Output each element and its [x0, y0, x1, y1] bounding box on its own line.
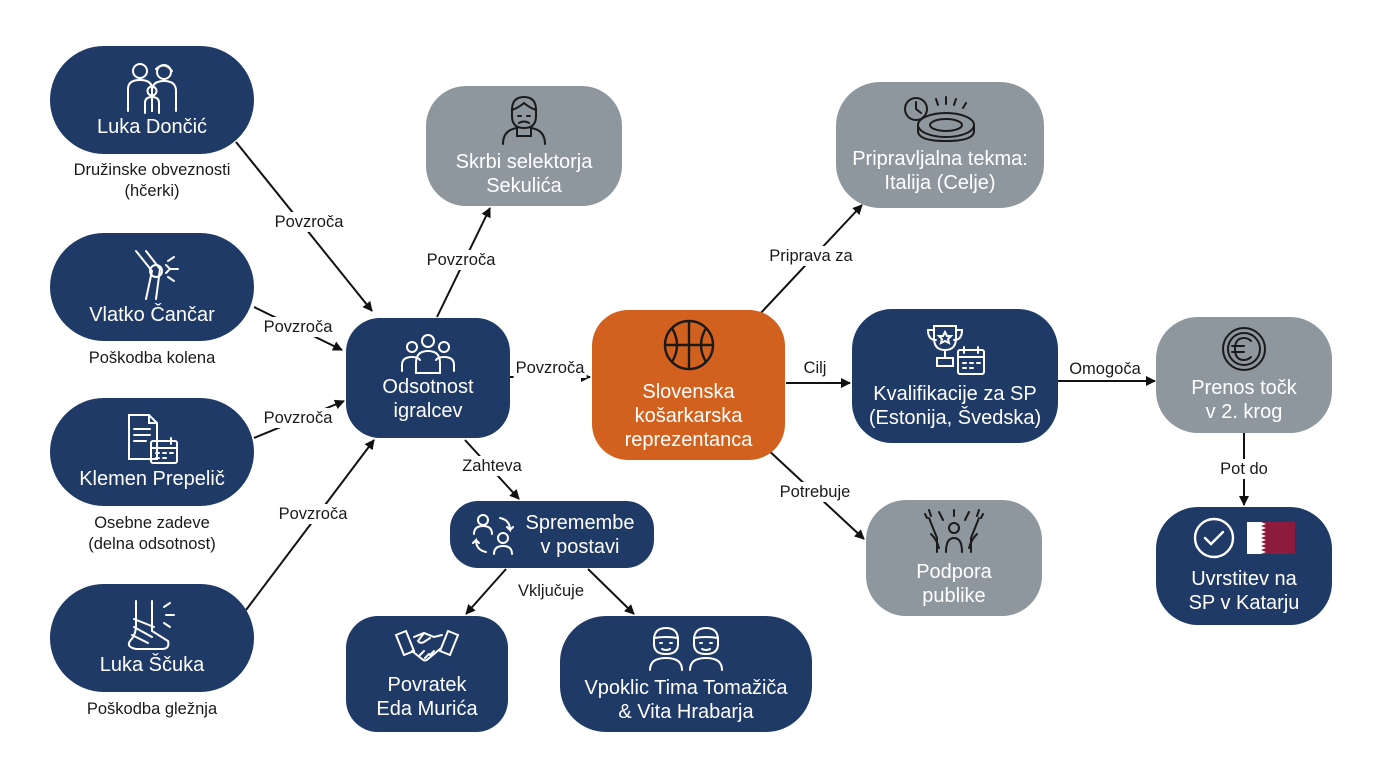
edge-label-absence-changes: Zahteva: [460, 456, 524, 476]
node-luka-doncic[interactable]: Luka Dončić: [50, 46, 254, 154]
qualify-icons: [1193, 517, 1295, 559]
node-label: Skrbi selektorja Sekulića: [455, 151, 593, 197]
prepelic-subtitle: Osebne zadeve (delna odsotnost): [88, 514, 216, 553]
node-label: Uvrstitev na SP v Katarju: [1188, 568, 1300, 614]
node-uvrstitev-na-sp[interactable]: Uvrstitev na SP v Katarju: [1156, 507, 1332, 625]
edge-changes-return: [465, 568, 507, 615]
node-pripravljalna-tekma[interactable]: Pripravljalna tekma: Italija (Celje): [836, 82, 1044, 208]
edge-label-points-qualify: Pot do: [1218, 459, 1270, 479]
document-calendar-icon: [128, 414, 178, 464]
doncic-subtitle: Družinske obveznosti (hčerki): [73, 161, 231, 200]
edge-label-absence-coach: Povzroča: [424, 250, 498, 270]
qatar-flag-icon: [1247, 522, 1295, 554]
node-povratek-eda-murica[interactable]: Povratek Eda Murića: [346, 616, 508, 732]
family-icon: [127, 63, 177, 114]
node-label: Vpoklic Tima Tomažiča & Vita Hrabarja: [584, 677, 788, 723]
trophy-calendar-icon: [926, 325, 985, 375]
node-podpora-publike[interactable]: Podpora publike: [866, 500, 1042, 616]
ankle-injury-icon: [127, 600, 175, 650]
node-vpoklic-tomazica-hrabarja[interactable]: Vpoklic Tima Tomažiča & Vita Hrabarja: [560, 616, 812, 732]
worried-coach-icon: [502, 95, 546, 145]
group-icon: [401, 334, 455, 374]
node-label: Spremembe v postavi: [525, 511, 635, 558]
edge-label-scuka-absence: Povzroča: [276, 504, 350, 524]
edge-label-changes-return: Vključuje: [515, 581, 587, 601]
node-luka-scuka[interactable]: Luka Ščuka: [50, 584, 254, 692]
node-label: Kvalifikacije za SP (Estonija, Švedska): [868, 383, 1042, 429]
node-label: Slovenska košarkarska reprezentanca: [624, 381, 753, 451]
node-label: Klemen Prepelič: [79, 468, 225, 490]
node-label: Pripravljalna tekma: Italija (Celje): [852, 148, 1028, 194]
edge-label-cancar-absence: Povzroča: [261, 317, 335, 337]
node-slovenska-reprezentanca[interactable]: Slovenska košarkarska reprezentanca: [592, 310, 785, 460]
node-spremembe-v-postavi[interactable]: Spremembe v postavi: [450, 501, 654, 568]
node-label: Prenos točk v 2. krog: [1191, 377, 1297, 423]
node-label: Luka Dončić: [96, 116, 208, 138]
basketball-icon: [663, 319, 714, 371]
node-label: Podpora publike: [916, 561, 992, 607]
node-odsotnost-igralcev[interactable]: Odsotnost igralcev: [346, 318, 510, 438]
edge-label-team-qualifiers: Cilj: [801, 358, 829, 378]
edge-changes-callup: [587, 568, 635, 615]
edge-label-absence-team: Povzroča: [513, 358, 587, 378]
edge-label-prepelic-absence: Povzroča: [261, 408, 335, 428]
node-label: Luka Ščuka: [99, 654, 205, 676]
node-klemen-prepelic[interactable]: Klemen Prepelič: [50, 398, 254, 506]
edge-label-qualifiers-points: Omogoča: [1067, 359, 1143, 379]
edge-label-team-support: Potrebuje: [777, 482, 853, 502]
node-vlatko-cancar[interactable]: Vlatko Čančar: [50, 233, 254, 341]
stadium-clock-icon: [904, 96, 975, 143]
node-label: Povratek Eda Murića: [376, 674, 478, 720]
handshake-icon: [394, 629, 460, 662]
two-players-icon: [649, 626, 723, 671]
node-label: Odsotnost igralcev: [382, 376, 474, 422]
euro-coin-icon: [1222, 327, 1266, 371]
edge-label-team-friendly: Priprava za: [767, 246, 855, 266]
edge-scuka-absence: [245, 439, 375, 611]
node-kvalifikacije-za-sp[interactable]: Kvalifikacije za SP (Estonija, Švedska): [852, 309, 1058, 443]
check-circle-icon: [1193, 517, 1235, 559]
cheering-fans-icon: [924, 509, 984, 553]
scuka-subtitle: Poškodba gležnja: [86, 700, 218, 718]
node-label: Vlatko Čančar: [89, 304, 215, 326]
node-skrbi-selektorja[interactable]: Skrbi selektorja Sekulića: [426, 86, 622, 206]
swap-players-icon: [471, 513, 514, 555]
knee-injury-icon: [135, 250, 179, 300]
edge-label-doncic-absence: Povzroča: [272, 212, 346, 232]
node-prenos-tock[interactable]: Prenos točk v 2. krog: [1156, 317, 1332, 433]
cancar-subtitle: Poškodba kolena: [88, 349, 216, 367]
